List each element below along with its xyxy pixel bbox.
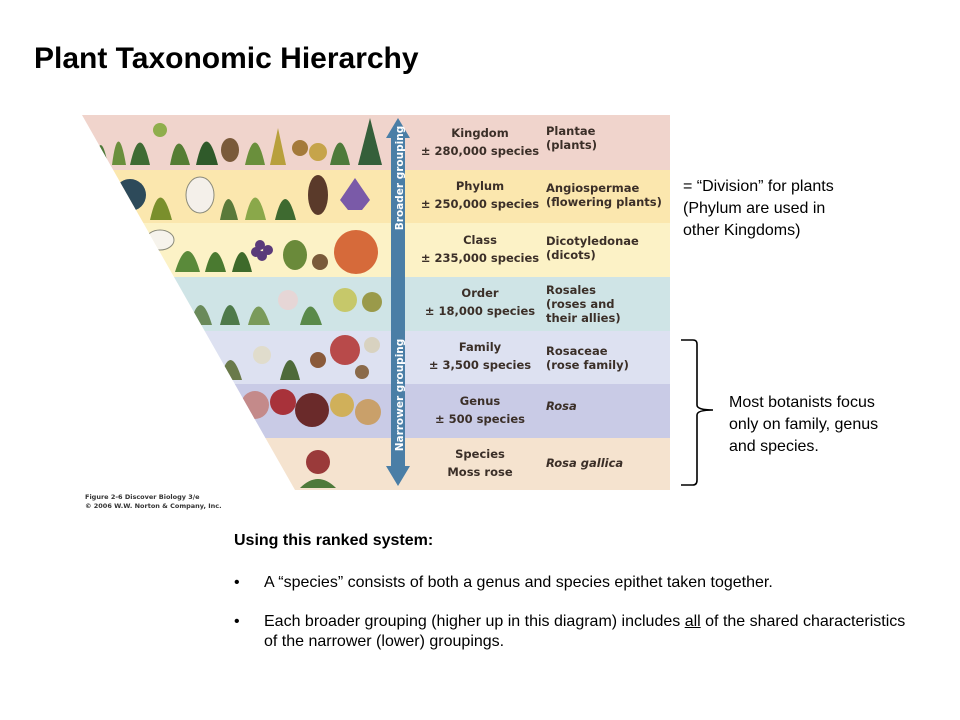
rank-genus: Genus± 500 species: [435, 394, 525, 426]
phylum-note: = “Division” for plants (Phylum are used…: [683, 178, 834, 239]
broader-narrower-arrow: [386, 118, 410, 486]
rank-order: Order± 18,000 species: [424, 286, 536, 318]
rank-band-backgrounds: [392, 115, 670, 490]
rank-class: Class± 235,000 species: [420, 233, 540, 265]
right-bracket: [681, 339, 714, 486]
rank-family: Family± 3,500 species: [428, 340, 532, 372]
ranked-system-explanation: Using this ranked system: • A “species” …: [234, 531, 914, 671]
body-heading: Using this ranked system:: [234, 532, 434, 549]
plant-illustrations: [95, 118, 382, 488]
funnel-image-bands: [82, 115, 392, 490]
example-phylum: Angiospermae(flowering plants): [546, 181, 662, 209]
bullet-item: • Each broader grouping (higher up in th…: [234, 612, 914, 652]
broader-grouping-label: Broader grouping: [394, 125, 406, 231]
bullet-marker: •: [234, 574, 240, 591]
bullet-text: Each broader grouping (higher up in this…: [264, 613, 906, 650]
focus-note: Most botanists focus only on family, gen…: [729, 394, 879, 455]
example-genus: Rosa: [546, 399, 577, 413]
example-class: Dicotyledonae(dicots): [546, 234, 639, 262]
bullet-item: • A “species” consists of both a genus a…: [234, 573, 914, 593]
example-kingdom: Plantae(plants): [546, 124, 597, 152]
emphasis-all: all: [684, 613, 701, 630]
example-species: Rosa gallica: [546, 456, 624, 470]
rank-kingdom: Kingdom± 280,000 species: [420, 126, 540, 158]
figure-caption: Figure 2-6 Discover Biology 3/e © 2006 W…: [85, 493, 222, 510]
narrower-grouping-label: Narrower grouping: [394, 338, 406, 452]
bullet-text: A “species” consists of both a genus and…: [264, 574, 773, 591]
page-title: Plant Taxonomic Hierarchy: [34, 42, 419, 75]
example-family: Rosaceae(rose family): [546, 344, 629, 372]
bullet-marker: •: [234, 613, 240, 630]
rank-phylum: Phylum± 250,000 species: [420, 179, 540, 211]
